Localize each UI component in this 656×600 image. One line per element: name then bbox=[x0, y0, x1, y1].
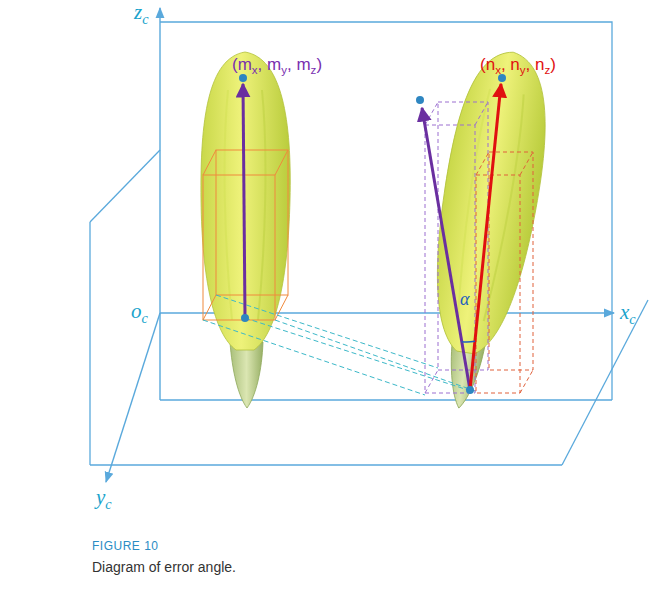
label-text: α bbox=[460, 289, 469, 309]
label-text: o bbox=[131, 299, 142, 323]
angle-symbol: α bbox=[460, 290, 469, 310]
axis-label: zc bbox=[134, 1, 149, 27]
label-text: FIGURE 10 bbox=[92, 539, 159, 553]
label-text: , m bbox=[258, 55, 282, 74]
axis-label: yc bbox=[96, 486, 112, 512]
label-text: x bbox=[620, 300, 629, 324]
figure-caption: Diagram of error angle. bbox=[92, 560, 236, 575]
axes bbox=[106, 8, 614, 482]
subscript: c bbox=[629, 311, 635, 327]
label-text: (m bbox=[232, 55, 252, 74]
reference-vector bbox=[243, 84, 245, 318]
axis-label: xc bbox=[620, 301, 636, 327]
label-text: (n bbox=[480, 55, 495, 74]
subscript: z bbox=[311, 64, 317, 76]
subscript: c bbox=[142, 310, 148, 326]
pepper-right bbox=[411, 45, 559, 415]
subscript: c bbox=[105, 496, 111, 512]
label-text: ) bbox=[550, 55, 556, 74]
subscript: z bbox=[545, 64, 551, 76]
z-axis bbox=[159, 8, 160, 400]
subscript: y bbox=[281, 64, 287, 76]
label-text: , n bbox=[501, 55, 520, 74]
component-box-translated bbox=[425, 102, 488, 393]
subscript: c bbox=[142, 11, 148, 27]
figure-number: FIGURE 10 bbox=[92, 540, 159, 553]
back-plane bbox=[160, 22, 612, 400]
point-coordinates: (mx, my, mz) bbox=[232, 56, 322, 76]
angle-arc bbox=[462, 341, 475, 343]
y-axis bbox=[106, 313, 160, 482]
point-coordinates: (nx, ny, nz) bbox=[480, 56, 556, 76]
subscript: y bbox=[520, 64, 526, 76]
left-plane-edge bbox=[89, 222, 90, 465]
component-box-measured bbox=[476, 152, 533, 393]
origin-label: oc bbox=[131, 300, 148, 326]
measured-vector bbox=[470, 84, 501, 390]
left-plane-edge bbox=[90, 150, 160, 222]
floor-edge bbox=[90, 464, 562, 465]
label-text: y bbox=[96, 485, 105, 509]
label-text: , n bbox=[526, 55, 545, 74]
floor-edge bbox=[562, 300, 648, 465]
subscript: x bbox=[252, 64, 258, 76]
floor-back-edge bbox=[160, 399, 612, 400]
subscript: x bbox=[495, 64, 501, 76]
coordinate-frame bbox=[90, 22, 648, 465]
pepper-left bbox=[201, 52, 290, 408]
label-text: ) bbox=[316, 55, 322, 74]
label-text: , m bbox=[287, 55, 311, 74]
vector-points bbox=[239, 74, 506, 394]
label-text: z bbox=[134, 0, 142, 24]
translated-vector bbox=[422, 108, 470, 390]
